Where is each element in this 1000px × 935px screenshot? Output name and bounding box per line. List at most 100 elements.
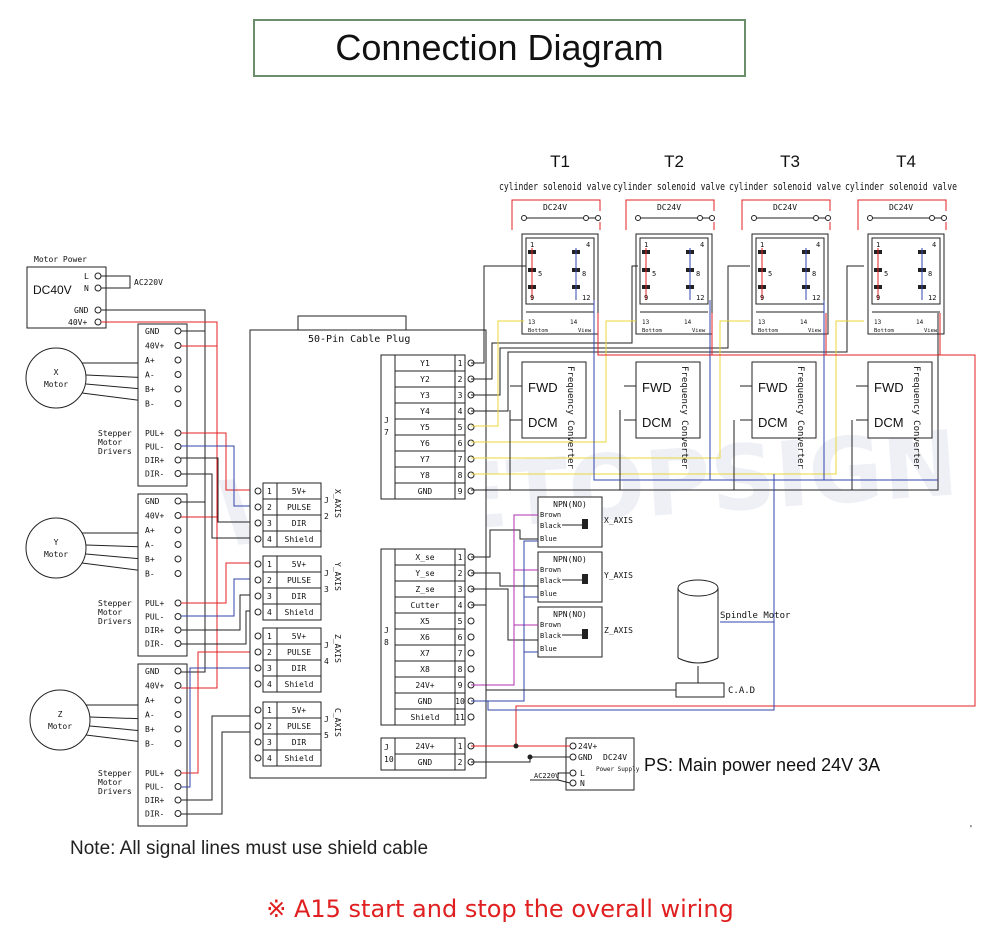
driver-label: Stepper <box>98 429 132 438</box>
y-wire <box>181 594 260 631</box>
axis-name: C_AXIS <box>333 708 342 737</box>
pin-num: 6 <box>458 633 463 642</box>
terminal <box>174 640 182 647</box>
terminal <box>174 667 182 675</box>
spindle-motor <box>675 579 725 698</box>
terminal <box>254 722 262 730</box>
proximity-sensors: NPN(NO)BrownBlackBlueX_AXISNPN(NO)BrownB… <box>537 496 633 658</box>
terminal <box>467 633 475 641</box>
label: 5 <box>652 270 656 278</box>
axis-pin-label: DIR <box>292 519 307 528</box>
x-sensor-wire <box>471 529 538 558</box>
terminal <box>174 682 182 689</box>
terminal <box>94 318 102 326</box>
pin-label: X_se <box>415 553 434 562</box>
label: Bottom <box>874 328 895 334</box>
terminal <box>174 599 182 607</box>
pin-num: 4 <box>458 407 463 416</box>
terminal <box>174 796 182 804</box>
label: 1 <box>644 241 648 249</box>
label: Bottom <box>758 328 779 334</box>
terminal <box>467 487 475 495</box>
relay-24v-wire <box>515 313 976 748</box>
pin-num: 10 <box>455 697 465 706</box>
terminal <box>94 306 102 314</box>
driver-label: Motor <box>98 438 122 447</box>
terminal <box>254 535 262 543</box>
pin-label: GND <box>418 697 433 706</box>
pin-label: X6 <box>420 633 430 642</box>
terminal <box>254 648 262 656</box>
x-wire <box>181 473 260 539</box>
x-pul-wire <box>181 432 260 491</box>
label: 12 <box>696 294 704 302</box>
driver-label: Motor <box>98 608 122 617</box>
pin-num: 8 <box>458 665 463 674</box>
axis-pin-num: 2 <box>267 648 272 657</box>
pin-num: 1 <box>458 553 463 562</box>
pin-num: 1 <box>458 359 463 368</box>
label: 13 <box>642 319 650 326</box>
pin-label: Z_se <box>415 585 434 594</box>
motor-power-box <box>26 266 107 329</box>
label: Bottom <box>528 328 549 334</box>
terminal <box>174 371 182 378</box>
driver-pin-label: A- <box>145 711 155 720</box>
axis-name: Y_AXIS <box>333 562 342 591</box>
pin-label: Cutter <box>411 601 440 610</box>
junction <box>527 754 533 760</box>
pin-num: 3 <box>458 391 463 400</box>
driver-pin-label: PUL+ <box>145 429 164 438</box>
valve-label: cylinder solenoid valve <box>845 180 957 193</box>
driver-pin-label: GND <box>145 667 160 676</box>
label: 13 <box>758 319 766 326</box>
terminal <box>174 541 182 548</box>
stepper-driver: GND40V+A+A-B+B-PUL+PUL-DIR+DIR-StepperMo… <box>98 663 188 827</box>
pin-label: Y6 <box>420 439 430 448</box>
inverter-fwd: FWD <box>528 380 558 395</box>
terminal <box>174 626 182 634</box>
motor-power-gnd: GND <box>74 306 89 315</box>
terminal <box>174 711 182 718</box>
y6-wire <box>471 320 636 443</box>
axis-name: Z_AXIS <box>333 634 342 663</box>
label: 14 <box>916 319 924 326</box>
terminal <box>174 613 182 620</box>
driver-pin-label: A+ <box>145 696 155 705</box>
pin-num: 2 <box>458 375 463 384</box>
stepper-driver: GND40V+A+A-B+B-PUL+PUL-DIR+DIR-StepperMo… <box>98 493 188 657</box>
stepper-driver: GND40V+A+A-B+B-PUL+PUL-DIR+DIR-StepperMo… <box>98 323 188 487</box>
terminal <box>254 706 262 714</box>
axis-pin-num: 1 <box>267 560 272 569</box>
axis-pin-num: 4 <box>267 680 272 689</box>
driver-pin-label: B- <box>145 740 155 749</box>
driver-pin-label: PUL- <box>145 613 164 622</box>
ac-wire <box>101 275 131 289</box>
axis-pin-label: PULSE <box>287 503 311 512</box>
axis-pin-label: 5V+ <box>292 706 307 715</box>
sensor-black: Black <box>540 632 562 640</box>
terminal <box>174 783 182 790</box>
axis-pin-label: 5V+ <box>292 632 307 641</box>
sensor-blue: Blue <box>540 535 557 543</box>
svg-text:Y: Y <box>54 538 59 547</box>
terminal <box>569 753 577 761</box>
label: 5 <box>538 270 542 278</box>
terminal <box>174 512 182 519</box>
driver-label: Drivers <box>98 617 132 626</box>
axis-pin-label: Shield <box>285 608 314 617</box>
pin-num: 3 <box>458 585 463 594</box>
pin-num: 11 <box>455 713 465 722</box>
axis-pin-num: 2 <box>267 576 272 585</box>
pin-label: Shield <box>411 713 440 722</box>
axis-pin-label: Shield <box>285 535 314 544</box>
relay-dc: DC24V <box>657 203 681 212</box>
driver-label: Motor <box>98 778 122 787</box>
axis-pin-num: 2 <box>267 722 272 731</box>
